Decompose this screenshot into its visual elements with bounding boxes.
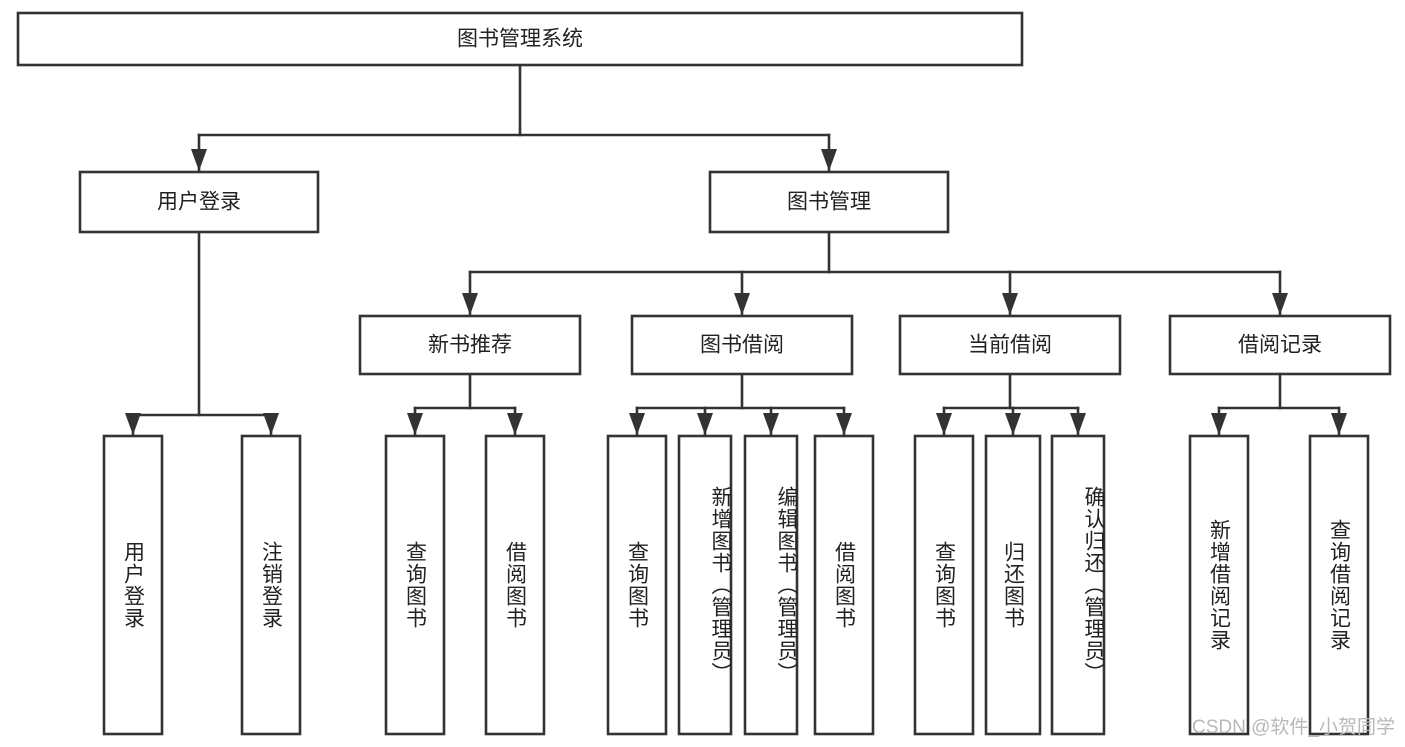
connector-layer bbox=[125, 63, 1347, 437]
arrow-head-icon bbox=[1272, 293, 1288, 315]
node-label-current-borrow: 当前借阅 bbox=[968, 334, 1052, 357]
node-box-book-borrow bbox=[630, 314, 854, 376]
node-box-leaf-cur-confirm-return bbox=[1050, 434, 1106, 736]
node-label-book-manage: 图书管理 bbox=[787, 191, 871, 214]
node-box-current-borrow bbox=[898, 314, 1122, 376]
arrow-head-icon bbox=[1331, 413, 1347, 435]
node-label-book-borrow: 图书借阅 bbox=[700, 334, 784, 357]
node-box-user-login bbox=[78, 170, 320, 234]
node-box-leaf-borrow-edit-book bbox=[743, 434, 799, 736]
arrow-head-icon bbox=[1070, 413, 1086, 435]
node-box-root bbox=[16, 11, 1024, 67]
node-box-leaf-borrow-borrow-book bbox=[813, 434, 875, 736]
node-label-new-book-rec: 新书推荐 bbox=[428, 334, 512, 357]
node-box-leaf-rec-add-record bbox=[1188, 434, 1250, 736]
arrow-head-icon bbox=[763, 413, 779, 435]
node-box-leaf-borrow-query-book bbox=[606, 434, 668, 736]
arrow-head-icon bbox=[629, 413, 645, 435]
node-label-root: 图书管理系统 bbox=[457, 28, 583, 51]
arrow-head-icon bbox=[734, 293, 750, 315]
node-box-leaf-user-login bbox=[102, 434, 164, 736]
node-box-new-book-rec bbox=[358, 314, 582, 376]
arrow-head-icon bbox=[125, 413, 141, 435]
node-box-leaf-rec-query-record bbox=[1308, 434, 1370, 736]
arrow-head-icon bbox=[191, 149, 207, 171]
arrow-head-icon bbox=[697, 413, 713, 435]
arrow-head-icon bbox=[263, 413, 279, 435]
arrow-head-icon bbox=[462, 293, 478, 315]
node-box-leaf-borrow-add-book bbox=[677, 434, 733, 736]
node-box-borrow-record bbox=[1168, 314, 1392, 376]
arrow-head-icon bbox=[507, 413, 523, 435]
arrow-head-icon bbox=[407, 413, 423, 435]
node-box-leaf-cur-return-book bbox=[984, 434, 1042, 736]
node-box-book-manage bbox=[708, 170, 950, 234]
arrow-head-icon bbox=[836, 413, 852, 435]
box-layer bbox=[16, 11, 1392, 736]
node-label-user-login: 用户登录 bbox=[157, 191, 241, 214]
node-box-leaf-user-logout bbox=[240, 434, 302, 736]
arrow-head-icon bbox=[936, 413, 952, 435]
arrow-head-icon bbox=[1211, 413, 1227, 435]
arrow-head-icon bbox=[1002, 293, 1018, 315]
node-box-leaf-cur-query-book bbox=[913, 434, 975, 736]
arrow-head-icon bbox=[1005, 413, 1021, 435]
node-box-leaf-rec-borrow-book bbox=[484, 434, 546, 736]
arrow-head-icon bbox=[821, 149, 837, 171]
node-label-borrow-record: 借阅记录 bbox=[1238, 334, 1322, 357]
node-box-leaf-rec-query-book bbox=[384, 434, 446, 736]
